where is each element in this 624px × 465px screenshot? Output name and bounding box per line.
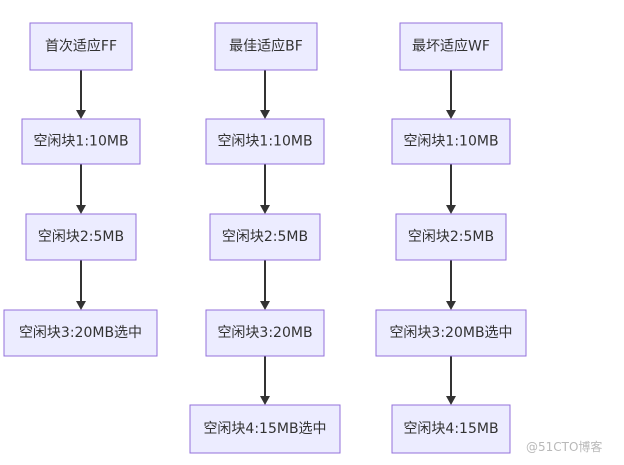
node-label: 空闲块1:10MB bbox=[217, 134, 312, 150]
edge-ff-2 bbox=[76, 164, 86, 214]
edge-wf-2 bbox=[446, 164, 456, 214]
node-label: 最坏适应WF bbox=[412, 38, 490, 55]
node-label: 空闲块1:10MB bbox=[403, 134, 498, 150]
node-bf-block-4-selected: 空闲块4:15MB选中 bbox=[189, 404, 341, 454]
node-ff-block-1: 空闲块1:10MB bbox=[21, 118, 141, 165]
node-bf-header: 最佳适应BF bbox=[214, 22, 318, 71]
node-label: 空闲块3:20MB bbox=[217, 325, 312, 341]
node-bf-block-2: 空闲块2:5MB bbox=[209, 213, 321, 261]
edge-wf-1 bbox=[446, 70, 456, 119]
node-wf-block-3-selected: 空闲块3:20MB选中 bbox=[375, 309, 527, 357]
node-label: 空闲块2:5MB bbox=[38, 229, 124, 245]
node-label: 空闲块3:20MB选中 bbox=[389, 325, 512, 341]
edge-wf-4 bbox=[446, 356, 456, 405]
edge-bf-3 bbox=[260, 260, 270, 310]
watermark: @51CTO博客 bbox=[526, 439, 602, 454]
node-label: 空闲块4:15MB bbox=[403, 421, 498, 437]
node-wf-block-4: 空闲块4:15MB bbox=[391, 404, 511, 454]
node-wf-header: 最坏适应WF bbox=[399, 22, 503, 71]
node-ff-block-2: 空闲块2:5MB bbox=[25, 213, 137, 261]
node-label: 首次适应FF bbox=[45, 38, 117, 55]
node-label: 最佳适应BF bbox=[229, 38, 303, 55]
edge-wf-3 bbox=[446, 260, 456, 310]
edge-ff-3 bbox=[76, 260, 86, 310]
node-bf-block-1: 空闲块1:10MB bbox=[205, 118, 325, 165]
node-label: 空闲块2:5MB bbox=[222, 229, 308, 245]
node-label: 空闲块1:10MB bbox=[33, 134, 128, 150]
edge-bf-1 bbox=[260, 70, 270, 119]
node-wf-block-1: 空闲块1:10MB bbox=[391, 118, 511, 165]
node-label: 空闲块4:15MB选中 bbox=[203, 421, 326, 437]
node-label: 空闲块3:20MB选中 bbox=[19, 325, 142, 341]
node-ff-block-3-selected: 空闲块3:20MB选中 bbox=[3, 309, 158, 357]
node-wf-block-2: 空闲块2:5MB bbox=[395, 213, 507, 261]
node-ff-header: 首次适应FF bbox=[29, 22, 133, 71]
edge-ff-1 bbox=[76, 70, 86, 119]
node-label: 空闲块2:5MB bbox=[408, 229, 494, 245]
edge-bf-2 bbox=[260, 164, 270, 214]
node-bf-block-3: 空闲块3:20MB bbox=[205, 309, 325, 357]
edge-bf-4 bbox=[260, 356, 270, 405]
